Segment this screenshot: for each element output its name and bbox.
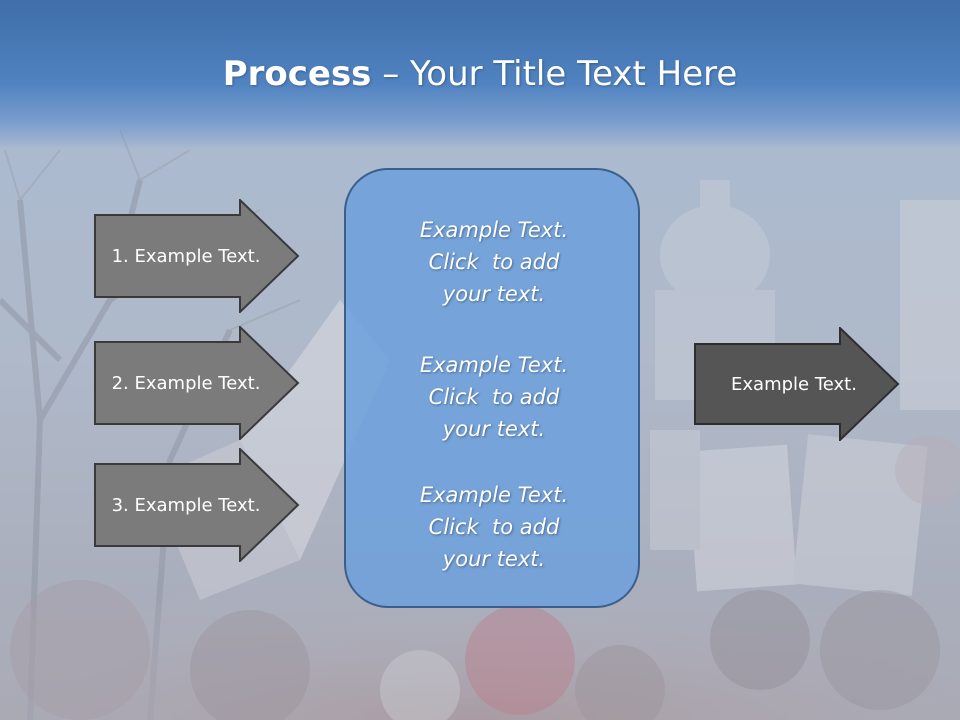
step-1-label: 1. Example Text. bbox=[111, 245, 261, 267]
step-3-label: 3. Example Text. bbox=[111, 494, 261, 516]
process-result-arrow[interactable]: Example Text. bbox=[694, 327, 900, 441]
process-step-3-arrow[interactable]: 3. Example Text. bbox=[94, 448, 300, 562]
block-line: Example Text. bbox=[419, 353, 569, 377]
center-block-1: Example Text. Click to add your text. bbox=[346, 214, 642, 310]
center-text-box[interactable]: Example Text. Click to add your text. Ex… bbox=[344, 168, 640, 608]
arrow-shape-icon bbox=[694, 327, 900, 441]
block-line: your text. bbox=[442, 282, 546, 306]
step-2-label: 2. Example Text. bbox=[111, 372, 261, 394]
arrow-shape-icon bbox=[94, 448, 300, 562]
slide-title[interactable]: Process – Your Title Text Here bbox=[0, 52, 960, 96]
block-line: Click to add bbox=[428, 250, 560, 274]
process-step-2-arrow[interactable]: 2. Example Text. bbox=[94, 326, 300, 440]
center-block-2: Example Text. Click to add your text. bbox=[346, 349, 642, 445]
block-line: Example Text. bbox=[419, 218, 569, 242]
arrow-shape-icon bbox=[94, 326, 300, 440]
block-line: Click to add bbox=[428, 515, 560, 539]
title-rest: – Your Title Text Here bbox=[371, 54, 738, 94]
block-line: your text. bbox=[442, 547, 546, 571]
title-bar bbox=[0, 0, 960, 150]
center-block-3: Example Text. Click to add your text. bbox=[346, 479, 642, 575]
arrow-shape-icon bbox=[94, 199, 300, 313]
process-step-1-arrow[interactable]: 1. Example Text. bbox=[94, 199, 300, 313]
block-line: Example Text. bbox=[419, 483, 569, 507]
block-line: your text. bbox=[442, 417, 546, 441]
result-label: Example Text. bbox=[731, 373, 857, 395]
block-line: Click to add bbox=[428, 385, 560, 409]
title-bold: Process bbox=[222, 54, 372, 94]
